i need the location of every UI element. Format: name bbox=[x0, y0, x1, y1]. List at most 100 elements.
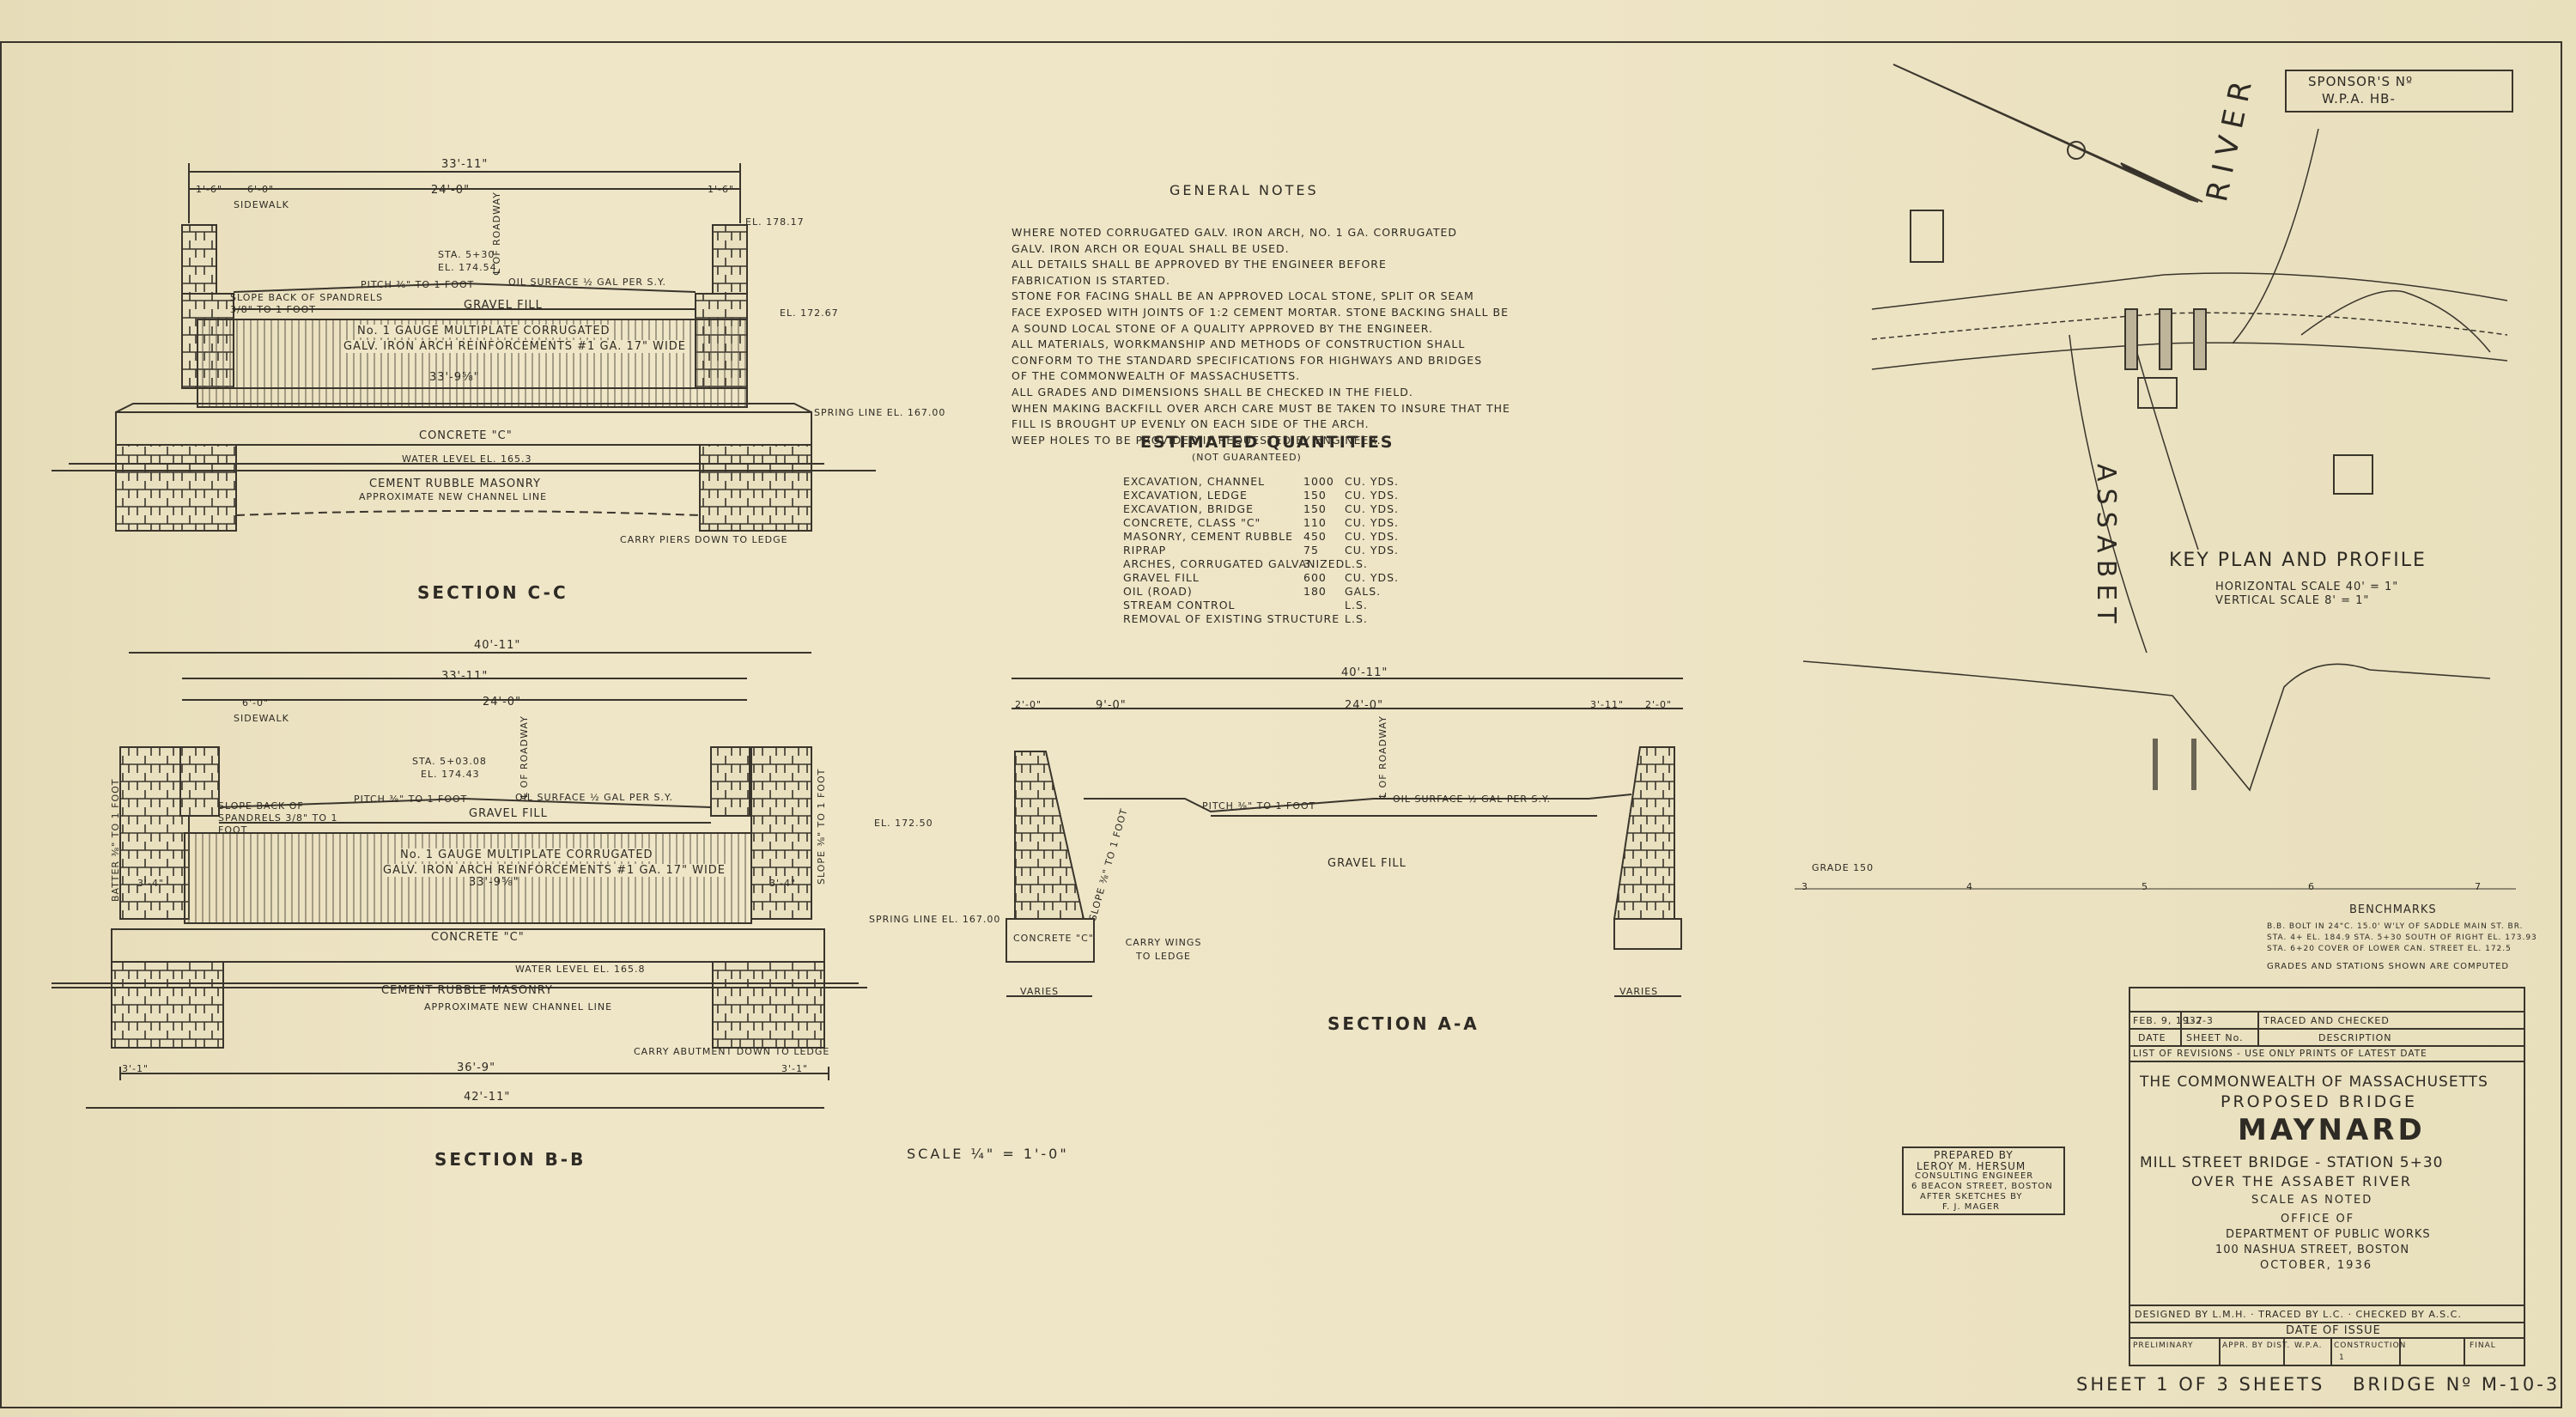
aa-dim-right-small: 2'-0" bbox=[1645, 699, 1673, 710]
note-line: STONE FOR FACING SHALL BE AN APPROVED LO… bbox=[1012, 289, 1474, 303]
prepared-line: AFTER SKETCHES BY bbox=[1920, 1192, 2023, 1201]
key-plan-v-scale: VERTICAL SCALE 8' = 1" bbox=[2215, 594, 2370, 607]
prepared-line: PREPARED BY bbox=[1934, 1149, 2014, 1161]
aa-roadway-center: ℄ OF ROADWAY bbox=[1377, 715, 1388, 799]
key-plan-grade-label: GRADE 150 bbox=[1812, 862, 1874, 873]
bb-sidewalk-label: SIDEWALK bbox=[234, 713, 289, 724]
title-date: OCTOBER, 1936 bbox=[2260, 1259, 2372, 1272]
note-line: FACE EXPOSED WITH JOINTS OF 1:2 CEMENT M… bbox=[1012, 305, 1509, 319]
bb-roadway-center: ℄ OF ROADWAY bbox=[519, 715, 530, 799]
bb-spring-line: SPRING LINE EL. 167.00 bbox=[869, 914, 1001, 925]
quantities-title: ESTIMATED QUANTITIES bbox=[1140, 433, 1394, 452]
cc-dim-left-small: 1'-6" bbox=[196, 184, 223, 195]
title-block-frame bbox=[1902, 70, 2525, 1366]
qty-value: 150 bbox=[1303, 502, 1327, 515]
aa-varies-right: VARIES bbox=[1619, 986, 1659, 997]
aa-concrete: CONCRETE "C" bbox=[1013, 933, 1094, 944]
key-plan-h-scale: HORIZONTAL SCALE 40' = 1" bbox=[2215, 581, 2399, 593]
cc-sta: STA. 5+30 bbox=[438, 249, 495, 260]
sheet-border bbox=[0, 41, 2562, 1408]
bb-rubble: CEMENT RUBBLE MASONRY bbox=[381, 984, 553, 997]
bb-dim-bottom-mid: 36'-9" bbox=[457, 1061, 496, 1074]
qty-value: 1000 bbox=[1303, 475, 1334, 488]
note-line: FILL IS BROUGHT UP EVENLY ON EACH SIDE O… bbox=[1012, 417, 1370, 431]
qty-value: 450 bbox=[1303, 530, 1327, 543]
qty-value: 180 bbox=[1303, 585, 1327, 598]
cc-el-sta: EL. 174.54 bbox=[438, 262, 497, 273]
prepared-line: CONSULTING ENGINEER bbox=[1915, 1171, 2034, 1181]
cc-water-level: WATER LEVEL EL. 165.3 bbox=[402, 453, 532, 465]
prepared-line: 6 BEACON STREET, BOSTON bbox=[1911, 1182, 2053, 1191]
aa-gravel-fill: GRAVEL FILL bbox=[1327, 857, 1406, 870]
note-line: ALL MATERIALS, WORKMANSHIP AND METHODS O… bbox=[1012, 338, 1466, 351]
bb-dim-bottom-overall: 42'-11" bbox=[464, 1091, 511, 1104]
cc-oil-surface: OIL SURFACE ½ GAL PER S.Y. bbox=[508, 277, 667, 288]
footer-bridge-number: BRIDGE Nº M-10-3 bbox=[2353, 1374, 2561, 1395]
bb-dim-sidewalk: 6'-0" bbox=[242, 697, 270, 708]
title-scale: SCALE AS NOTED bbox=[2251, 1194, 2373, 1207]
revision-list-note: LIST OF REVISIONS - USE ONLY PRINTS OF L… bbox=[2133, 1049, 2427, 1059]
sponsor-line2: W.P.A. HB- bbox=[2322, 91, 2396, 106]
qty-item: RIPRAP bbox=[1123, 544, 1167, 556]
note-line: ALL DETAILS SHALL BE APPROVED BY THE ENG… bbox=[1012, 258, 1387, 271]
station-label: 4 bbox=[1966, 881, 1973, 892]
benchmark-line: STA. 4+ EL. 184.9 STA. 5+30 SOUTH OF RIG… bbox=[2267, 934, 2537, 942]
bb-arch-line2: GALV. IRON ARCH REINFORCEMENTS #1 GA. 17… bbox=[383, 864, 726, 877]
key-plan-drawing bbox=[1795, 64, 2516, 890]
quantities-subtitle: (NOT GUARANTEED) bbox=[1192, 452, 1302, 463]
cc-dim-roadway: 24'-0" bbox=[431, 184, 471, 197]
qty-unit: L.S. bbox=[1345, 612, 1368, 625]
revision-desc: TRACED AND CHECKED bbox=[2263, 1015, 2390, 1026]
prepared-line: F. J. MAGER bbox=[1942, 1202, 2001, 1212]
bb-concrete: CONCRETE "C" bbox=[431, 931, 525, 944]
revision-header-desc: DESCRIPTION bbox=[2318, 1032, 2392, 1043]
title-commonwealth: THE COMMONWEALTH OF MASSACHUSETTS bbox=[2140, 1073, 2488, 1091]
station-label: 5 bbox=[2142, 881, 2148, 892]
general-notes-title: GENERAL NOTES bbox=[1170, 182, 1319, 198]
qty-item: ARCHES, CORRUGATED GALVANIZED bbox=[1123, 557, 1346, 570]
issue-col: PRELIMINARY bbox=[2133, 1341, 2194, 1350]
issue-col: W.P.A. bbox=[2294, 1341, 2323, 1350]
scale-note: SCALE ¼" = 1'-0" bbox=[907, 1146, 1069, 1162]
aa-dim-left: 9'-0" bbox=[1096, 699, 1127, 712]
qty-value: 150 bbox=[1303, 489, 1327, 502]
qty-item: EXCAVATION, LEDGE bbox=[1123, 489, 1248, 502]
bb-dim-bottom-left: 3'-1" bbox=[122, 1063, 149, 1074]
bb-channel: APPROXIMATE NEW CHANNEL LINE bbox=[424, 1001, 613, 1013]
cc-arch-line1: No. 1 GAUGE MULTIPLATE CORRUGATED bbox=[357, 325, 611, 338]
bb-sta: STA. 5+03.08 bbox=[412, 756, 487, 767]
aa-dim-left-small: 2'-0" bbox=[1015, 699, 1042, 710]
qty-unit: L.S. bbox=[1345, 599, 1368, 611]
note-line: WHERE NOTED CORRUGATED GALV. IRON ARCH, … bbox=[1012, 226, 1457, 239]
qty-item: CONCRETE, CLASS "C" bbox=[1123, 516, 1261, 529]
cc-concrete: CONCRETE "C" bbox=[419, 429, 513, 442]
bb-dim-overall: 33'-11" bbox=[441, 670, 489, 683]
qty-item: MASONRY, CEMENT RUBBLE bbox=[1123, 530, 1294, 543]
benchmark-line: STA. 6+20 COVER OF LOWER CAN. STREET EL.… bbox=[2267, 945, 2512, 953]
key-plan-title: KEY PLAN AND PROFILE bbox=[2169, 550, 2427, 571]
bb-dim-right-offset: 3'-4" bbox=[769, 878, 797, 889]
cc-dim-overall: 33'-11" bbox=[441, 158, 489, 171]
section-cc-drawing bbox=[52, 163, 876, 532]
section-aa-drawing bbox=[1005, 678, 1683, 997]
footer-sheet-count: SHEET 1 OF 3 SHEETS bbox=[2076, 1374, 2325, 1395]
bb-carry: CARRY ABUTMENT DOWN TO LEDGE bbox=[634, 1046, 830, 1057]
title-date-of-issue: DATE OF ISSUE bbox=[2286, 1324, 2381, 1337]
bb-gravel-fill: GRAVEL FILL bbox=[469, 807, 548, 820]
title-proposed-bridge: PROPOSED BRIDGE bbox=[2221, 1092, 2417, 1111]
general-notes-body: WHERE NOTED CORRUGATED GALV. IRON ARCH, … bbox=[1012, 225, 1595, 448]
bb-right-batter: SLOPE ⅜" TO 1 FOOT bbox=[816, 768, 827, 885]
qty-unit: CU. YDS. bbox=[1345, 571, 1399, 584]
issue-col-mark: 1 bbox=[2339, 1353, 2345, 1362]
issue-col: APPR. BY DIST. bbox=[2222, 1341, 2291, 1350]
bb-dim-bottom-right: 3'-1" bbox=[781, 1063, 809, 1074]
title-bridge-station: MILL STREET BRIDGE - STATION 5+30 bbox=[2140, 1154, 2444, 1171]
